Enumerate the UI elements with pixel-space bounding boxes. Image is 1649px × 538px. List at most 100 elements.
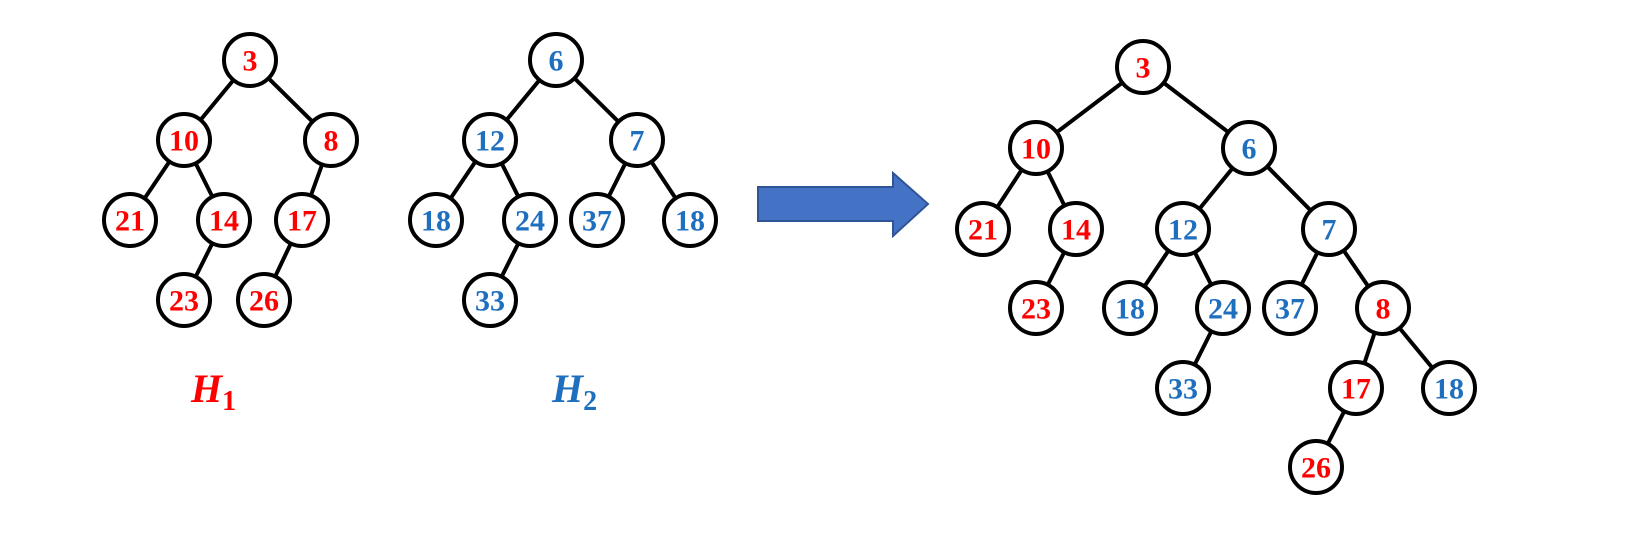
h1-node: 3 [222,32,278,88]
h2-node: 18 [662,192,718,248]
merged-node: 21 [955,201,1011,257]
node-circle [222,32,278,88]
merged-node: 24 [1195,280,1251,336]
h2-label-main: H [551,366,585,411]
node-circle [1421,360,1477,416]
node-circle [1301,201,1357,257]
node-circle [528,32,584,88]
node-value: 3 [243,45,258,78]
h2-node: 7 [609,112,665,168]
node-value: 17 [287,205,317,238]
node-value: 33 [475,285,505,318]
node-value: 21 [968,214,998,247]
merge-arrow [757,170,930,239]
merged-node: 37 [1262,280,1318,336]
node-value: 14 [209,205,239,238]
merged-node: 33 [1155,360,1211,416]
node-circle [462,272,518,328]
h2-node: 6 [528,32,584,88]
h2-node: 33 [462,272,518,328]
node-circle [408,192,464,248]
node-value: 14 [1061,214,1091,247]
node-circle [1195,280,1251,336]
node-circle [156,112,212,168]
merged-node: 26 [1288,439,1344,495]
h1-node: 23 [156,272,212,328]
h2-node: 24 [502,192,558,248]
node-circle [569,192,625,248]
node-circle [274,192,330,248]
h2-node: 37 [569,192,625,248]
merged-node: 23 [1008,280,1064,336]
node-circle [1288,439,1344,495]
node-value: 10 [1021,133,1051,166]
node-value: 18 [675,205,705,238]
node-value: 24 [1208,293,1238,326]
h1-label-sub: 1 [222,386,236,417]
node-circle [236,272,292,328]
node-value: 7 [630,125,645,158]
merged-node: 18 [1421,360,1477,416]
h1-node: 14 [196,192,252,248]
node-value: 18 [1434,373,1464,406]
h2-node: 18 [408,192,464,248]
merged-node: 14 [1048,201,1104,257]
node-circle [1048,201,1104,257]
h1-node: 10 [156,112,212,168]
node-value: 6 [549,45,564,78]
merged-node: 12 [1155,201,1211,257]
node-circle [662,192,718,248]
merged-node: 7 [1301,201,1357,257]
node-circle [196,192,252,248]
h1-node: 17 [274,192,330,248]
node-value: 37 [582,205,612,238]
node-circle [1115,39,1171,95]
h2-label-sub: 2 [583,386,597,417]
node-value: 37 [1275,293,1305,326]
node-value: 21 [115,205,145,238]
node-value: 6 [1242,133,1257,166]
h2-node: 12 [462,112,518,168]
node-circle [1008,120,1064,176]
h1-label: H1 [190,366,236,417]
h2-label: H2 [551,366,597,417]
node-circle [609,112,665,168]
h1-label-main: H [190,366,224,411]
node-circle [1102,280,1158,336]
node-circle [462,112,518,168]
h1-node: 26 [236,272,292,328]
node-value: 12 [1168,214,1198,247]
node-value: 8 [1376,293,1391,326]
node-circle [1008,280,1064,336]
h1-node: 8 [303,112,359,168]
node-value: 18 [421,205,451,238]
node-circle [1262,280,1318,336]
node-value: 18 [1115,293,1145,326]
node-value: 10 [169,125,199,158]
merged-node: 17 [1328,360,1384,416]
merged-node: 3 [1115,39,1171,95]
node-circle [1155,201,1211,257]
node-value: 24 [515,205,545,238]
node-value: 23 [1021,293,1051,326]
node-circle [1221,120,1277,176]
node-value: 12 [475,125,505,158]
h1-node: 21 [102,192,158,248]
node-circle [502,192,558,248]
node-value: 8 [324,125,339,158]
node-value: 3 [1136,52,1151,85]
node-value: 26 [1301,452,1331,485]
node-circle [303,112,359,168]
node-value: 26 [249,285,279,318]
node-value: 17 [1341,373,1371,406]
merged-node: 6 [1221,120,1277,176]
node-circle [1355,280,1411,336]
merged-node: 10 [1008,120,1064,176]
merged-node: 18 [1102,280,1158,336]
node-value: 33 [1168,373,1198,406]
node-circle [102,192,158,248]
node-circle [156,272,212,328]
node-circle [1328,360,1384,416]
